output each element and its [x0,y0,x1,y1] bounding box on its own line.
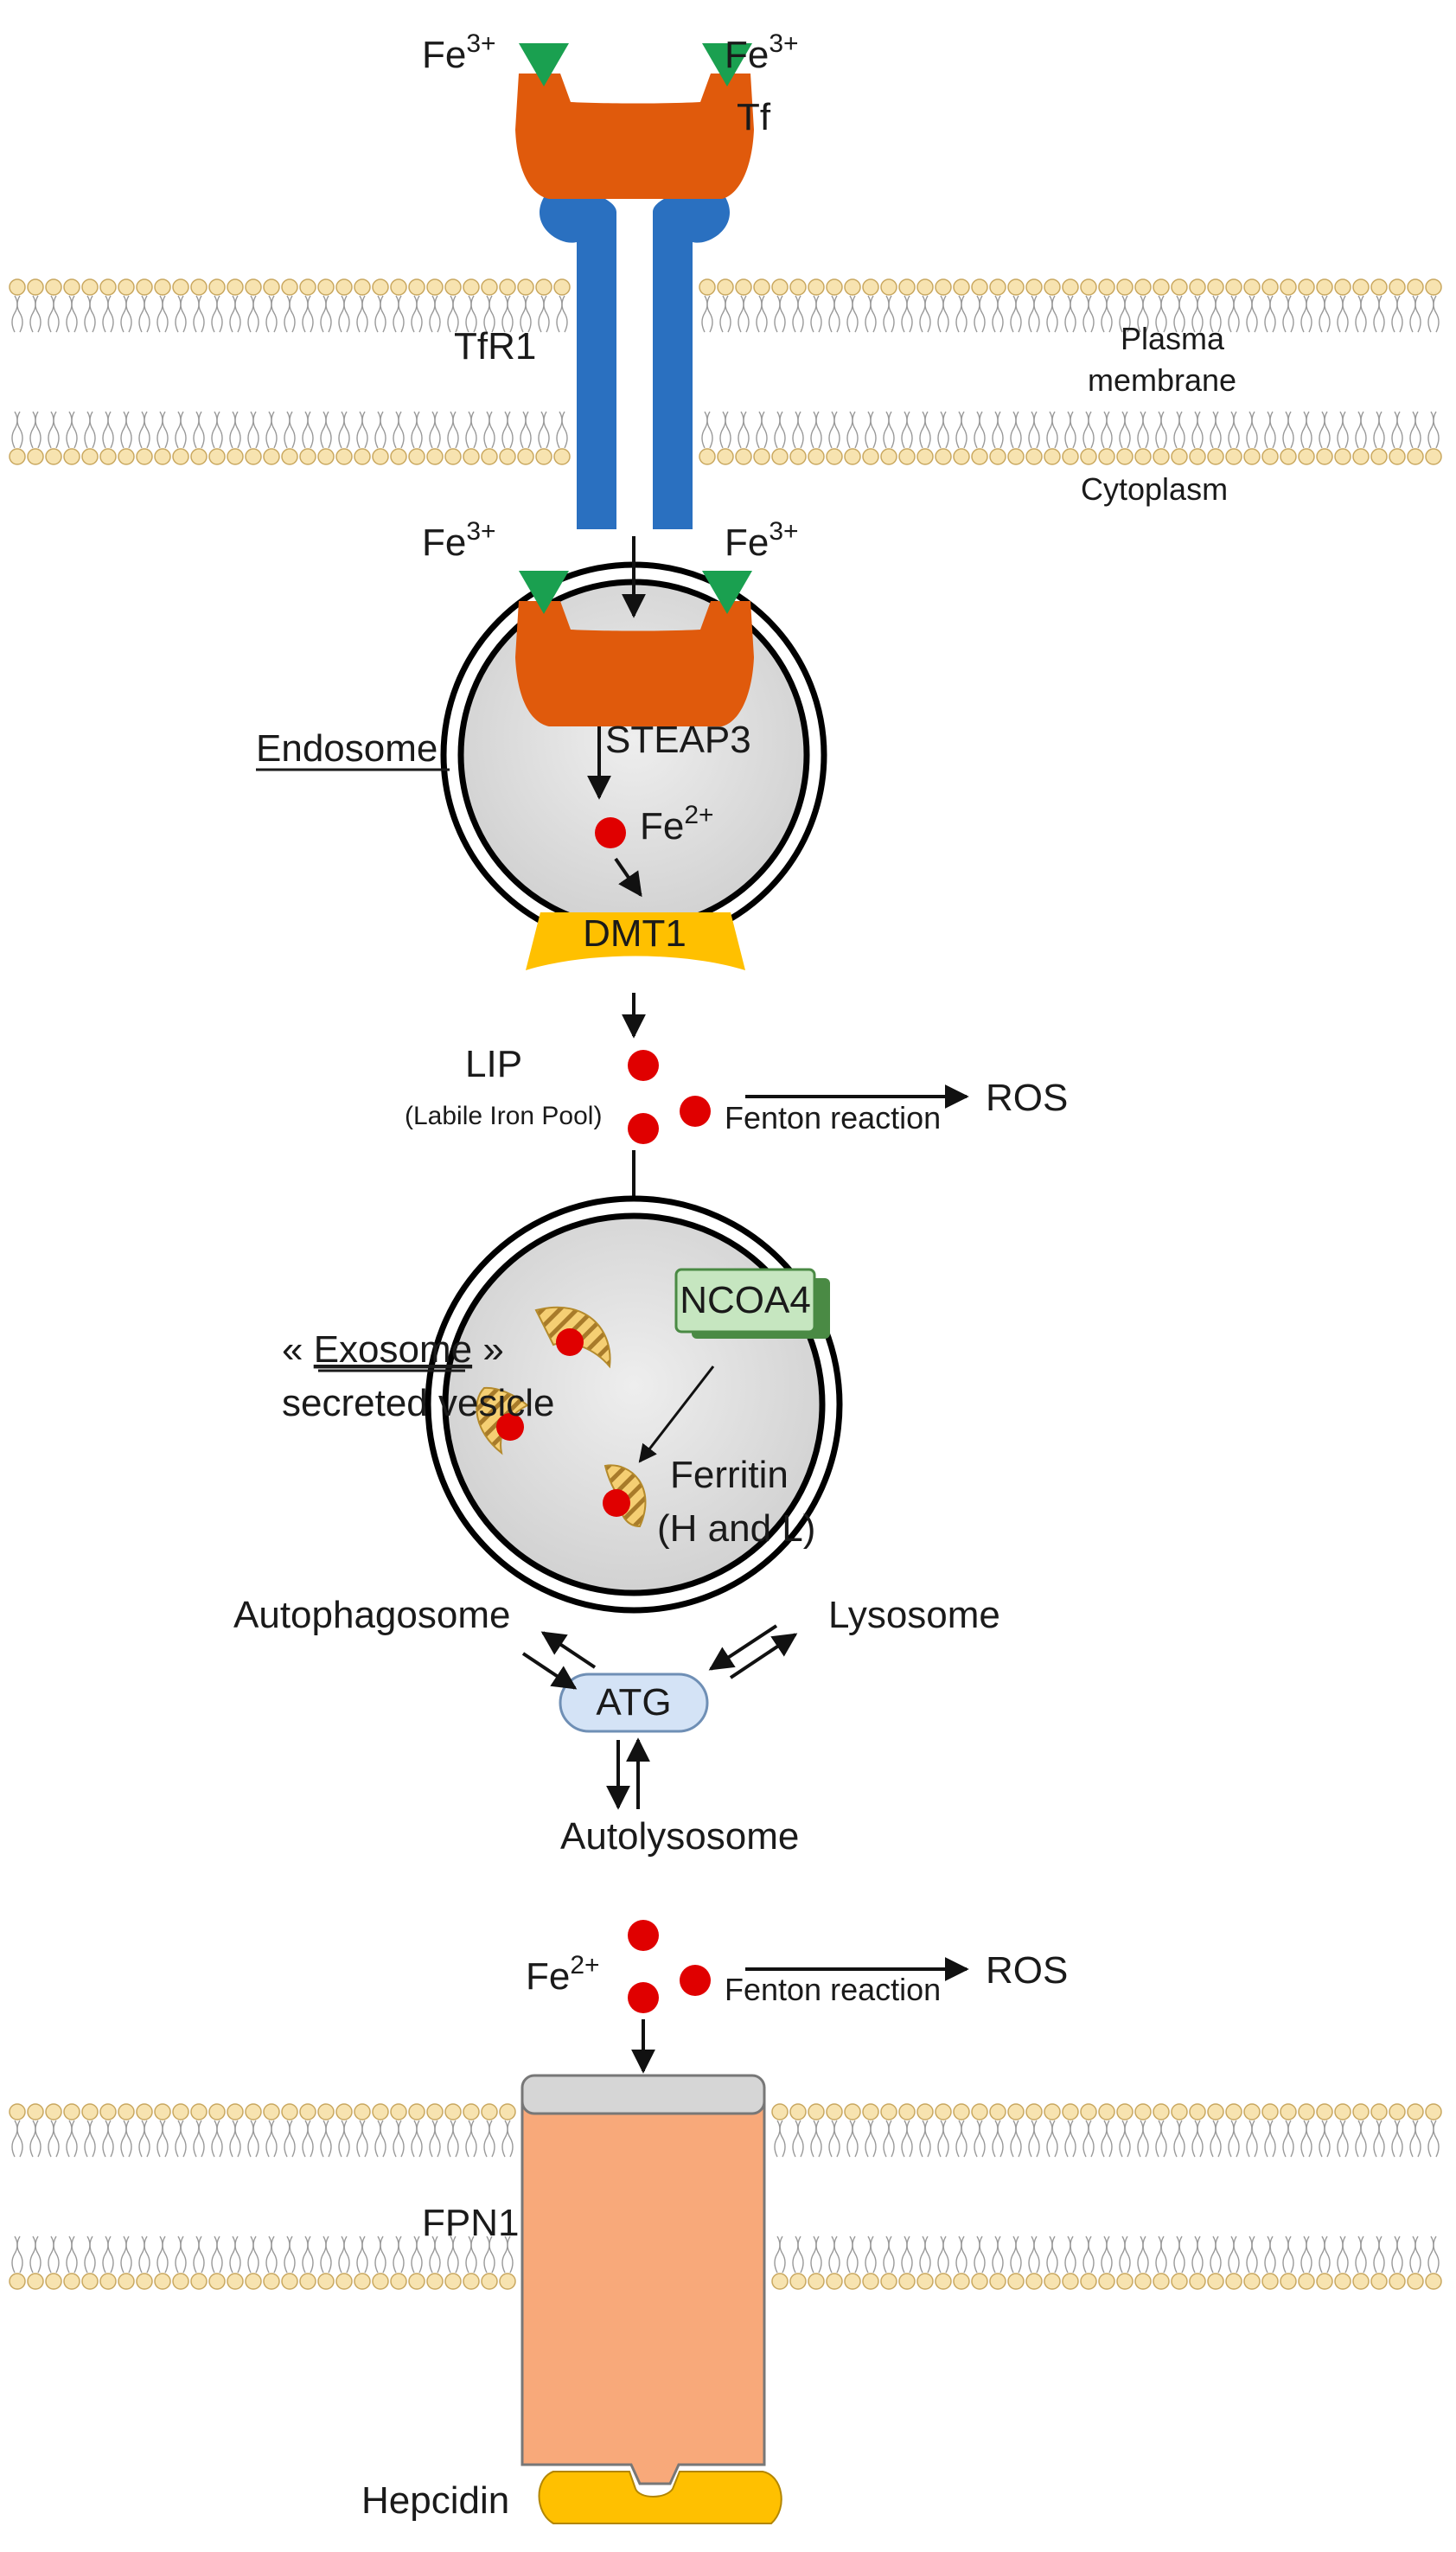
ncoa4-box [674,1268,830,1339]
exosome-label: « Exosome » [282,1328,504,1371]
transferrin-endosome [515,601,754,726]
fe2-dots-bottom [628,1920,711,2013]
fe3-label-endosome-right: Fe3+ [725,517,799,564]
plasma-membrane-label-line1: Plasma [1121,321,1225,356]
steap3-label: STEAP3 [605,719,751,761]
cytoplasm-label: Cytoplasm [1081,471,1228,507]
ros-label-top: ROS [986,1077,1068,1119]
autolysosome-label: Autolysosome [560,1815,799,1858]
to-dmt1-arrow [614,857,642,898]
hepcidin-label: Hepcidin [361,2479,509,2522]
tfr1-label: TfR1 [454,325,536,368]
fe2-dot-endosome [595,817,626,848]
lysosome-label: Lysosome [828,1594,1000,1636]
fenton-label-top: Fenton reaction [725,1100,941,1135]
autophagosome-to-atg-arrow [521,1652,578,1690]
plasma-membrane-bottom [9,2103,1442,2290]
fe3-label-top-right: Fe3+ [725,29,799,76]
atg-oval [559,1673,709,1733]
lip-label: LIP [465,1043,522,1085]
fe3-label-top-left: Fe3+ [422,29,496,76]
fe3-label-endosome-left: Fe3+ [422,517,496,564]
atg-to-lysosome-arrow [729,1633,798,1679]
dmt1-transporter [526,912,745,970]
plasma-membrane-label-line2: membrane [1088,362,1236,398]
endosome-label: Endosome [256,727,437,770]
fe2-label-bottom: Fe2+ [526,1951,600,1998]
secreted-vesicle-label: secreted vesicle [282,1382,554,1424]
fe3-triangle-top-left [519,43,569,86]
autophagosome-label: Autophagosome [233,1594,510,1636]
dmt1-label: DMT1 [583,912,686,955]
ferritin-sub-label: (H and L) [657,1507,815,1550]
lysosome-to-atg-arrow [708,1624,778,1671]
ros-label-bottom: ROS [986,1949,1068,1992]
fe2-label-endosome: Fe2+ [640,801,714,847]
tf-label: Tf [737,96,771,138]
ferritin-particle-3 [603,1464,647,1528]
ncoa4-arrow [638,1366,715,1463]
fpn1-transporter [520,2074,766,2485]
ferritin-particle-2 [476,1386,529,1455]
fe3-triangle-endosome-right [702,571,752,614]
lip-iron-dots [628,1050,711,1144]
atg-to-autophagosome-arrow [540,1631,597,1669]
ferritin-label: Ferritin [670,1454,789,1496]
atg-label: ATG [596,1681,671,1724]
lip-full-label: (Labile Iron Pool) [405,1102,602,1130]
fe3-triangle-endosome-left [519,571,569,614]
transferrin-top [515,74,754,199]
plasma-membrane-top [9,278,1442,465]
fpn1-label: FPN1 [422,2202,519,2244]
tfr1-receptor [540,189,730,529]
fenton-label-bottom: Fenton reaction [725,1972,941,2007]
fe3-triangle-top-right [702,43,752,86]
ncoa4-label: NCOA4 [680,1279,811,1321]
ferritin-particle-1 [534,1306,611,1369]
hepcidin-shape [538,2471,782,2524]
